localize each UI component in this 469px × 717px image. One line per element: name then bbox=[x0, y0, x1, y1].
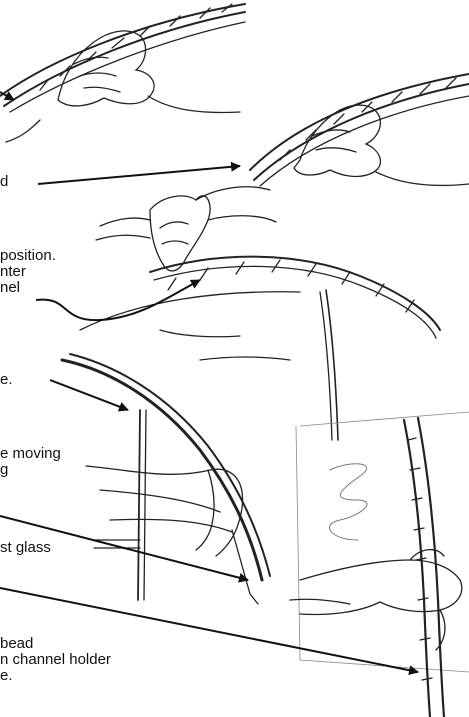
callout-arrow bbox=[50, 380, 128, 410]
callout-arrow bbox=[38, 166, 240, 184]
label-glass: st glass bbox=[0, 540, 51, 555]
label-position: position. bbox=[0, 248, 56, 263]
hand-gripping-channel-holder-on-glass bbox=[290, 412, 469, 717]
label-moving: e moving bbox=[0, 446, 61, 461]
label-center: nter bbox=[0, 264, 26, 279]
label-channel: nel bbox=[0, 280, 20, 295]
label-channel-holder: n channel holder bbox=[0, 652, 111, 667]
hand-pressing-seal-into-channel-detail bbox=[250, 74, 469, 186]
label-end: e. bbox=[0, 668, 13, 683]
label-step-d: d bbox=[0, 174, 8, 189]
callout-arrow bbox=[0, 92, 14, 100]
hand-pressing-seal-into-channel bbox=[0, 4, 245, 142]
label-bead: bead bbox=[0, 636, 33, 651]
hand-holding-channel-holder bbox=[62, 354, 270, 604]
label-moving-cont: g bbox=[0, 462, 8, 477]
label-edge: e. bbox=[0, 372, 13, 387]
